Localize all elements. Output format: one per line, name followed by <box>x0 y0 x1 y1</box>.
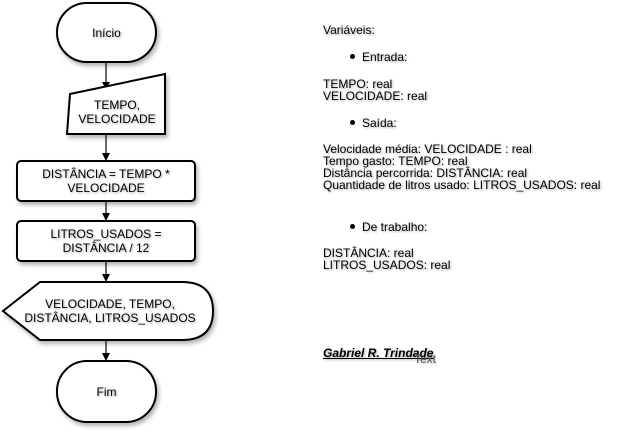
variables-block: Variáveis: Entrada: TEMPO: real VELOCIDA… <box>323 24 600 271</box>
arrowhead <box>102 213 110 221</box>
arrowhead <box>102 153 110 161</box>
process-litros-label: LITROS_USADOS = DISTÂNCIA / 12 <box>50 227 162 255</box>
work-var: DISTÂNCIA: real <box>323 246 414 260</box>
end-label: Fim <box>96 384 117 399</box>
input-var: TEMPO: real <box>323 77 393 91</box>
input-label: TEMPO, VELOCIDADE <box>78 98 156 126</box>
variables-title: Variáveis: <box>323 23 375 37</box>
output-var: Velocidade média: VELOCIDADE : real <box>323 142 532 156</box>
placeholder-text[interactable]: Text <box>414 352 437 366</box>
work-heading: De trabalho: <box>323 221 600 233</box>
output-label: VELOCIDADE, TEMPO, DISTÂNCIA, LITROS_USA… <box>24 297 196 325</box>
output-heading: Saída: <box>323 117 600 129</box>
input-var: VELOCIDADE: real <box>323 89 428 103</box>
work-var: LITROS_USADOS: real <box>323 258 451 272</box>
arrowhead <box>102 353 110 361</box>
end-terminator[interactable] <box>56 360 157 423</box>
process-distance-label: DISTÂNCIA = TEMPO * VELOCIDADE <box>42 167 170 195</box>
output-var: Quantidade de litros usado: LITROS_USADO… <box>323 178 601 192</box>
start-label: Início <box>92 25 121 40</box>
process-distance-shape[interactable] <box>16 160 196 202</box>
signature: Gabriel R. Trindade <box>323 346 434 360</box>
output-display-shape[interactable] <box>1 281 215 341</box>
output-var: Tempo gasto: TEMPO: real <box>323 154 468 168</box>
start-terminator[interactable] <box>56 2 157 63</box>
input-shape[interactable] <box>65 72 166 135</box>
process-litros-shape[interactable] <box>16 220 196 262</box>
input-heading: Entrada: <box>323 51 600 63</box>
arrowhead <box>102 274 110 282</box>
output-var: Distância percorrida: DISTÂNCIA: real <box>323 166 528 180</box>
